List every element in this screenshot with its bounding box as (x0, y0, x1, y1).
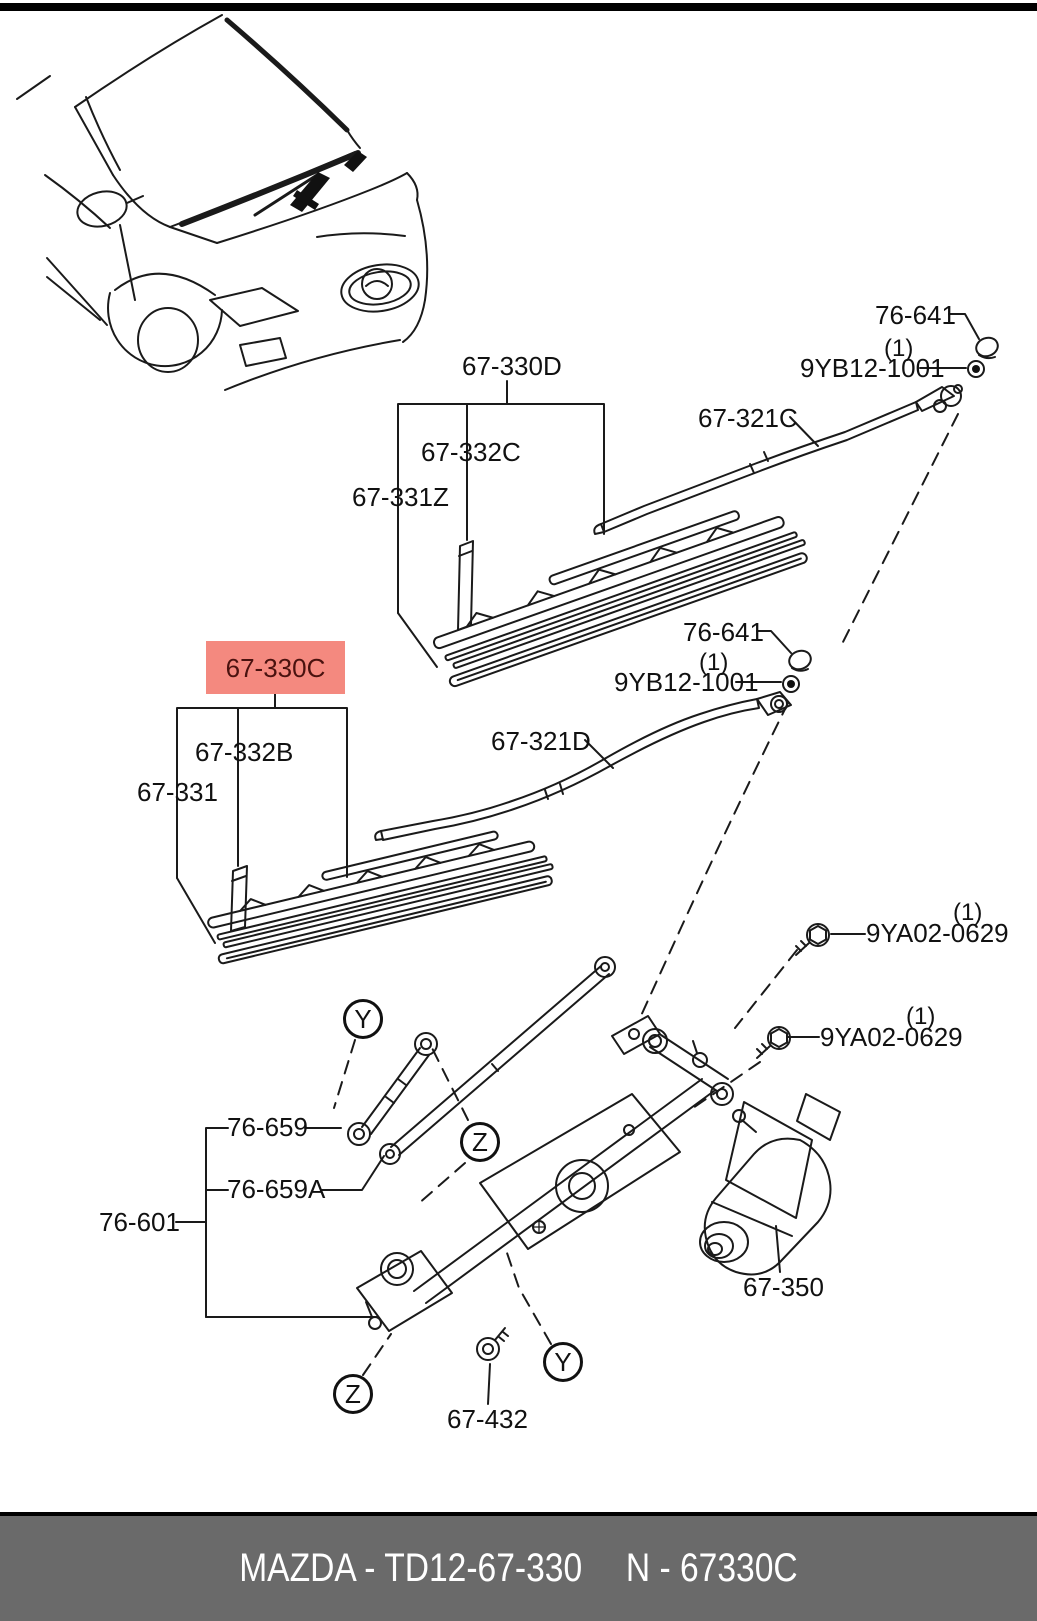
quantity-label-mid: (1) (699, 649, 729, 676)
view-marker-y-lower: Y (543, 1342, 583, 1382)
footer-catalog-code: MAZDA - TD12-67-330 (239, 1546, 583, 1590)
part-label-67-332C[interactable]: 67-332C (421, 437, 521, 467)
leader-lines (175, 313, 980, 1405)
part-label-67-321D[interactable]: 67-321D (491, 726, 591, 756)
part-label-67-332B[interactable]: 67-332B (195, 737, 294, 767)
part-label-76-601[interactable]: 76-601 (99, 1207, 180, 1237)
view-marker-z-upper: Z (460, 1122, 500, 1162)
view-marker-y-upper: Y (343, 999, 383, 1039)
quantity-label-top: (1) (884, 335, 914, 362)
wiper-rubber-insert-lower (230, 865, 248, 932)
wiper-blade-assembly-upper (432, 510, 808, 688)
footer-part-ref: N - 67330C (625, 1546, 798, 1590)
bolt-lower (756, 1026, 791, 1059)
bolt-upper (795, 923, 830, 956)
part-label-9YA02-0629-a[interactable]: 9YA02-0629 (866, 918, 1009, 948)
part-label-76-641-mid[interactable]: 76-641 (683, 617, 764, 647)
link-rod-long (379, 956, 616, 1165)
part-label-76-659A[interactable]: 76-659A (227, 1174, 326, 1204)
wiper-motor (699, 1093, 841, 1276)
footer-divider (0, 1512, 1037, 1516)
pivot-cap-mid (788, 649, 812, 672)
part-label-67-330D[interactable]: 67-330D (462, 351, 562, 381)
part-label-67-321C[interactable]: 67-321C (698, 403, 798, 433)
wiper-arm-lower (374, 691, 792, 841)
wiper-arm-upper (593, 384, 963, 535)
assembly-guide-lines (333, 413, 959, 1376)
part-label-9YB12-1001-top[interactable]: 9YB12-1001 (800, 353, 945, 383)
pivot-cap-upper (975, 336, 999, 360)
pivot-nut-mid (782, 675, 800, 693)
part-label-76-659[interactable]: 76-659 (227, 1112, 308, 1142)
part-label-76-641-top[interactable]: 76-641 (875, 300, 956, 330)
footer-bar: MAZDA - TD12-67-330 N - 67330C (0, 1516, 1037, 1621)
part-label-67-331[interactable]: 67-331 (137, 777, 218, 807)
wiper-rubber-insert-upper (457, 540, 474, 631)
quantity-label-bolt-b: (1) (906, 1003, 936, 1030)
part-label-67-330C-highlighted[interactable]: 67-330C (225, 652, 326, 683)
quantity-label-bolt-a: (1) (953, 899, 983, 926)
part-label-9YB12-1001-mid[interactable]: 9YB12-1001 (614, 667, 759, 697)
footer-text: MAZDA - TD12-67-330 N - 67330C (239, 1546, 797, 1591)
view-marker-z-lower: Z (333, 1374, 373, 1414)
top-border-bar (0, 3, 1037, 11)
wiper-blade-assembly-lower (207, 830, 554, 965)
part-label-67-350[interactable]: 67-350 (743, 1272, 824, 1302)
pivot-nut-upper (967, 360, 985, 378)
part-label-9YA02-0629-b[interactable]: 9YA02-0629 (820, 1022, 963, 1052)
screw-67-432 (476, 1327, 509, 1361)
part-label-67-331Z[interactable]: 67-331Z (352, 482, 449, 512)
part-label-67-432[interactable]: 67-432 (447, 1404, 528, 1434)
link-rod-short (347, 1032, 438, 1146)
linkage-frame (356, 1015, 734, 1332)
car-illustration (16, 14, 429, 391)
highlight-box[interactable]: 67-330C (206, 641, 345, 694)
